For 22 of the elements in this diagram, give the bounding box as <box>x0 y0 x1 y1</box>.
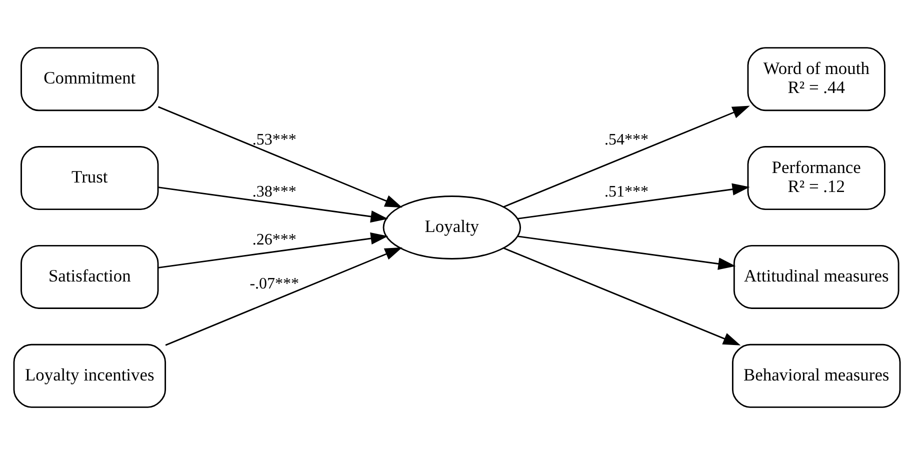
edge-label: -.07*** <box>250 275 300 292</box>
node-box: Trust <box>20 146 159 210</box>
node-box: Performance R² = .12 <box>747 146 886 210</box>
arrow <box>158 186 388 223</box>
edge-label: .51*** <box>604 184 648 201</box>
edge-label: .38*** <box>252 184 296 201</box>
node-box: Satisfaction <box>20 244 159 309</box>
node-box: Loyalty incentives <box>13 344 166 408</box>
node-box: Attitudinal measures <box>733 244 900 309</box>
node-box: Commitment <box>20 47 159 112</box>
arrow <box>517 236 736 270</box>
node-box: Word of mouth R² = .44 <box>747 47 886 112</box>
arrow <box>158 232 388 268</box>
node-box: Behavioral measures <box>732 344 901 408</box>
edge-label: .26*** <box>252 232 296 249</box>
edge-label: .53*** <box>252 131 296 148</box>
arrow <box>517 183 750 220</box>
edge-label: .54*** <box>604 131 648 148</box>
arrow <box>158 106 402 208</box>
arrow <box>503 106 750 208</box>
arrow <box>165 247 402 346</box>
arrow <box>503 247 741 346</box>
